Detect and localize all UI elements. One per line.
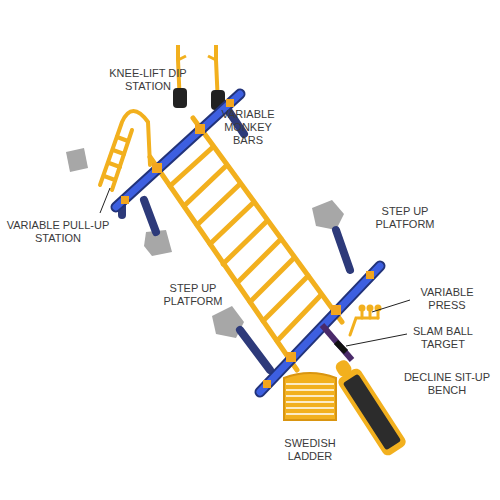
- variable-press: [350, 306, 380, 335]
- slam-ball-target: [322, 325, 352, 360]
- slam-ball-target: [336, 342, 346, 352]
- part-label: VARIABLE PULL-UP STATION: [2, 219, 114, 245]
- step-platform: [312, 200, 344, 230]
- swedish-ladder: [284, 373, 336, 420]
- joints: [121, 99, 374, 388]
- part-label: SWEDISH LADDER: [278, 437, 342, 463]
- part-label: VARIABLE PRESS: [415, 286, 479, 312]
- part-label: STEP UP PLATFORM: [161, 282, 225, 308]
- part-label: KNEE-LIFT DIP STATION: [109, 67, 187, 93]
- cross-beams: [116, 94, 380, 392]
- sit-up-bench: [328, 355, 408, 458]
- part-label: DECLINE SIT-UP BENCH: [397, 371, 497, 397]
- part-label: VARIABLE MONKEY BARS: [209, 108, 287, 147]
- leader-lines: [100, 188, 410, 346]
- stone: [66, 148, 88, 172]
- part-label: STEP UP PLATFORM: [373, 205, 437, 231]
- part-label: SLAM BALL TARGET: [408, 325, 478, 351]
